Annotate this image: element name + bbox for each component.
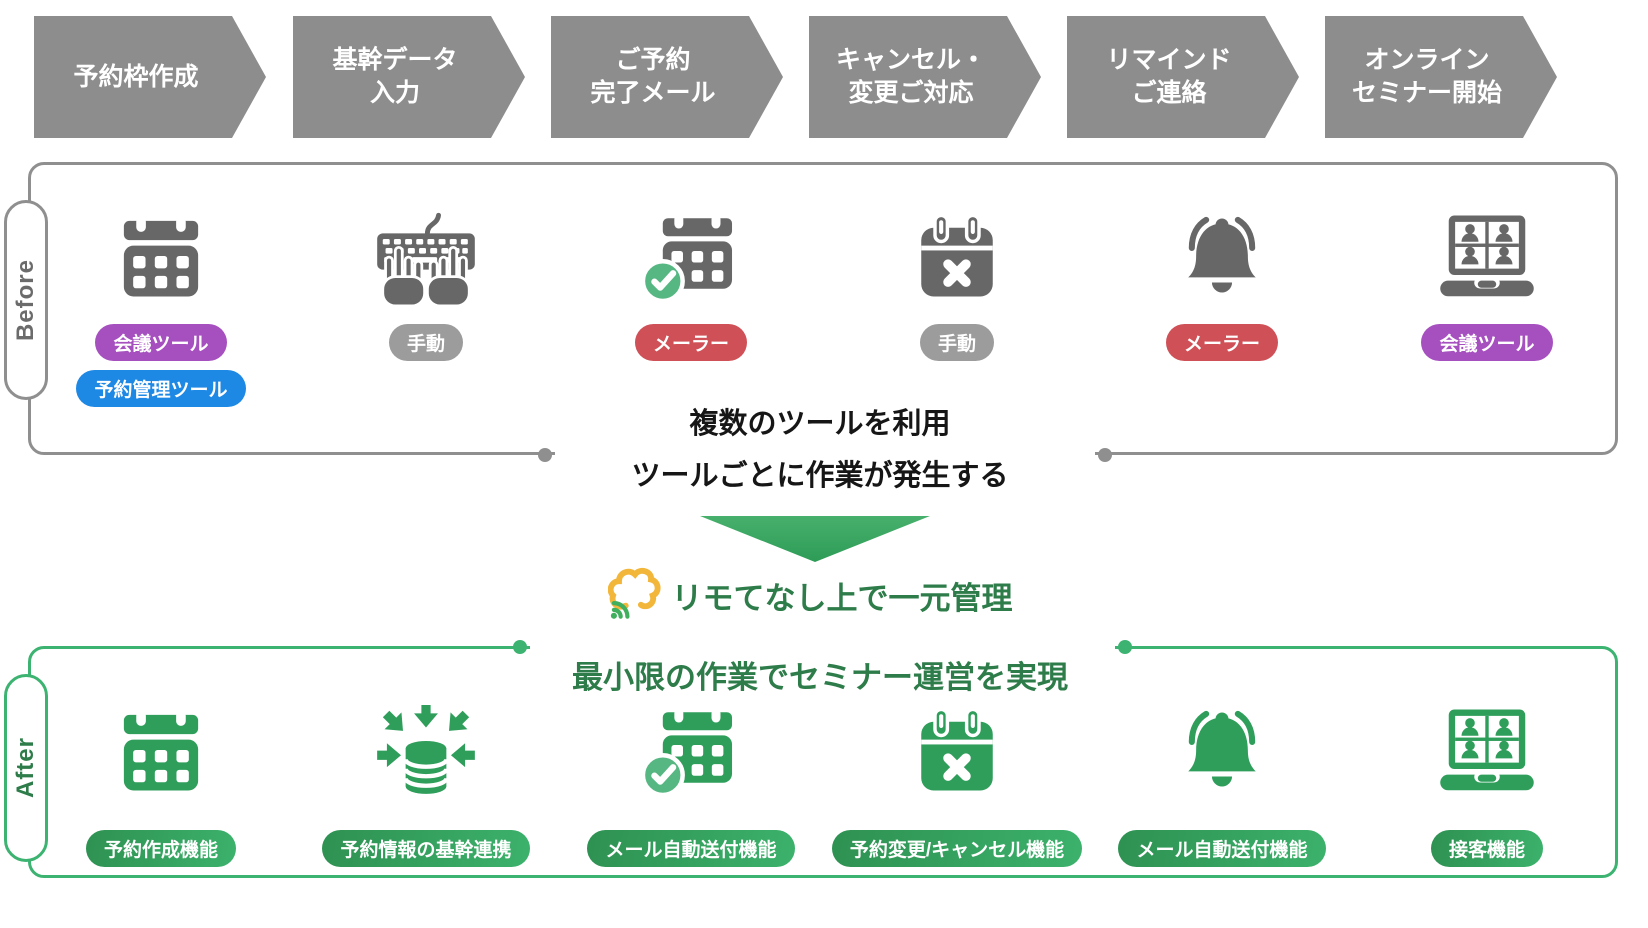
before-border-dot-right <box>1098 448 1112 462</box>
after-label-pill: After <box>4 674 48 862</box>
process-step-chevron-2: 基幹データ 入力 <box>293 16 525 138</box>
badge-group: 予約変更/キャンセル機能 <box>831 830 1083 867</box>
feature-badge: メール自動送付機能 <box>587 830 795 867</box>
feature-badge: 予約作成機能 <box>85 830 236 867</box>
badge-group: 予約作成機能 <box>85 830 236 867</box>
after-item-core-data-link: 予約情報の基幹連携 <box>281 700 571 867</box>
feature-badge: 予約変更/キャンセル機能 <box>831 830 1083 867</box>
before-label: Before <box>12 258 39 342</box>
process-step-label: キャンセル・ 変更ご対応 <box>835 46 986 107</box>
tool-badge: 手動 <box>388 324 463 361</box>
process-step-label: リマインド ご連絡 <box>1106 46 1232 107</box>
process-step-label: ご予約 完了メール <box>590 46 716 107</box>
badge-group: 会議ツール <box>1421 324 1553 361</box>
bell-icon <box>1176 206 1268 310</box>
after-label: After <box>12 737 39 799</box>
video-meeting-icon <box>1436 206 1538 310</box>
calendar-cancel-icon <box>913 700 1001 804</box>
after-item-booking-create: 予約作成機能 <box>16 700 306 867</box>
keyboard-typing-icon <box>373 206 479 310</box>
feature-badge: 接客機能 <box>1430 830 1543 867</box>
remotenashi-logo-icon <box>608 564 662 627</box>
before-summary: 複数のツールを利用 ツールごとに作業が発生する <box>445 406 1195 494</box>
tool-badge: 会議ツール <box>1421 324 1553 361</box>
before-item-cancel-change: 手動 <box>812 206 1102 361</box>
calendar-icon <box>117 700 205 804</box>
before-item-booking-slot: 会議ツール 予約管理ツール <box>16 206 306 407</box>
before-item-confirmation-mail: メーラー <box>546 206 836 361</box>
process-step-label: 予約枠作成 <box>73 62 199 91</box>
before-item-seminar-start: 会議ツール <box>1342 206 1632 361</box>
after-border-dot-right <box>1118 640 1132 654</box>
feature-badge: メール自動送付機能 <box>1118 830 1326 867</box>
feature-badge: 予約情報の基幹連携 <box>322 830 530 867</box>
tool-badge: 会議ツール <box>95 324 227 361</box>
calendar-check-icon <box>641 700 741 804</box>
badge-group: 手動 <box>919 324 994 361</box>
tool-badge: 手動 <box>919 324 994 361</box>
badge-group: メーラー <box>634 324 747 361</box>
badge-group: 接客機能 <box>1430 830 1543 867</box>
badge-group: メーラー <box>1165 324 1278 361</box>
tool-badge: 予約管理ツール <box>76 370 246 407</box>
badge-group: 予約情報の基幹連携 <box>322 830 530 867</box>
after-item-auto-mail: メール自動送付機能 <box>546 700 836 867</box>
process-step-chevron-3: ご予約 完了メール <box>551 16 783 138</box>
process-step-label: 基幹データ 入力 <box>332 46 458 107</box>
process-step-chevron-5: リマインド ご連絡 <box>1067 16 1299 138</box>
calendar-check-icon <box>641 206 741 310</box>
transition-heading-line2: 最小限の作業でセミナー運営を実現 <box>572 660 1068 695</box>
after-border-gap <box>530 640 1115 653</box>
after-item-auto-mail-2: メール自動送付機能 <box>1077 700 1367 867</box>
before-border-dot-left <box>538 448 552 462</box>
badge-group: メール自動送付機能 <box>587 830 795 867</box>
bell-icon <box>1176 700 1268 804</box>
process-step-chevron-4: キャンセル・ 変更ご対応 <box>809 16 1041 138</box>
badge-group: 手動 <box>388 324 463 361</box>
transition-heading-row: リモてなし上で一元管理 <box>0 564 1620 627</box>
badge-group: 会議ツール 予約管理ツール <box>76 324 246 407</box>
database-import-icon <box>377 700 475 804</box>
process-step-label: オンライン セミナー開始 <box>1351 46 1502 107</box>
before-border-gap <box>555 448 1095 461</box>
video-meeting-icon <box>1436 700 1538 804</box>
process-step-chevron-1: 予約枠作成 <box>34 16 266 138</box>
before-item-reminder: メーラー <box>1077 206 1367 361</box>
before-summary-line2: ツールごとに作業が発生する <box>631 460 1009 492</box>
before-label-pill: Before <box>4 200 48 400</box>
tool-badge: メーラー <box>1165 324 1278 361</box>
after-item-customer-service: 接客機能 <box>1342 700 1632 867</box>
transition-heading-line1: リモてなし上で一元管理 <box>671 581 1013 616</box>
before-summary-line1: 複数のツールを利用 <box>689 408 951 440</box>
calendar-icon <box>117 206 205 310</box>
calendar-cancel-icon <box>913 206 1001 310</box>
badge-group: メール自動送付機能 <box>1118 830 1326 867</box>
before-item-data-entry: 手動 <box>281 206 571 361</box>
after-border-dot-left <box>513 640 527 654</box>
process-step-chevron-6: オンライン セミナー開始 <box>1325 16 1557 138</box>
tool-badge: メーラー <box>634 324 747 361</box>
after-item-change-cancel: 予約変更/キャンセル機能 <box>812 700 1102 867</box>
transition-arrow-icon <box>700 516 930 567</box>
